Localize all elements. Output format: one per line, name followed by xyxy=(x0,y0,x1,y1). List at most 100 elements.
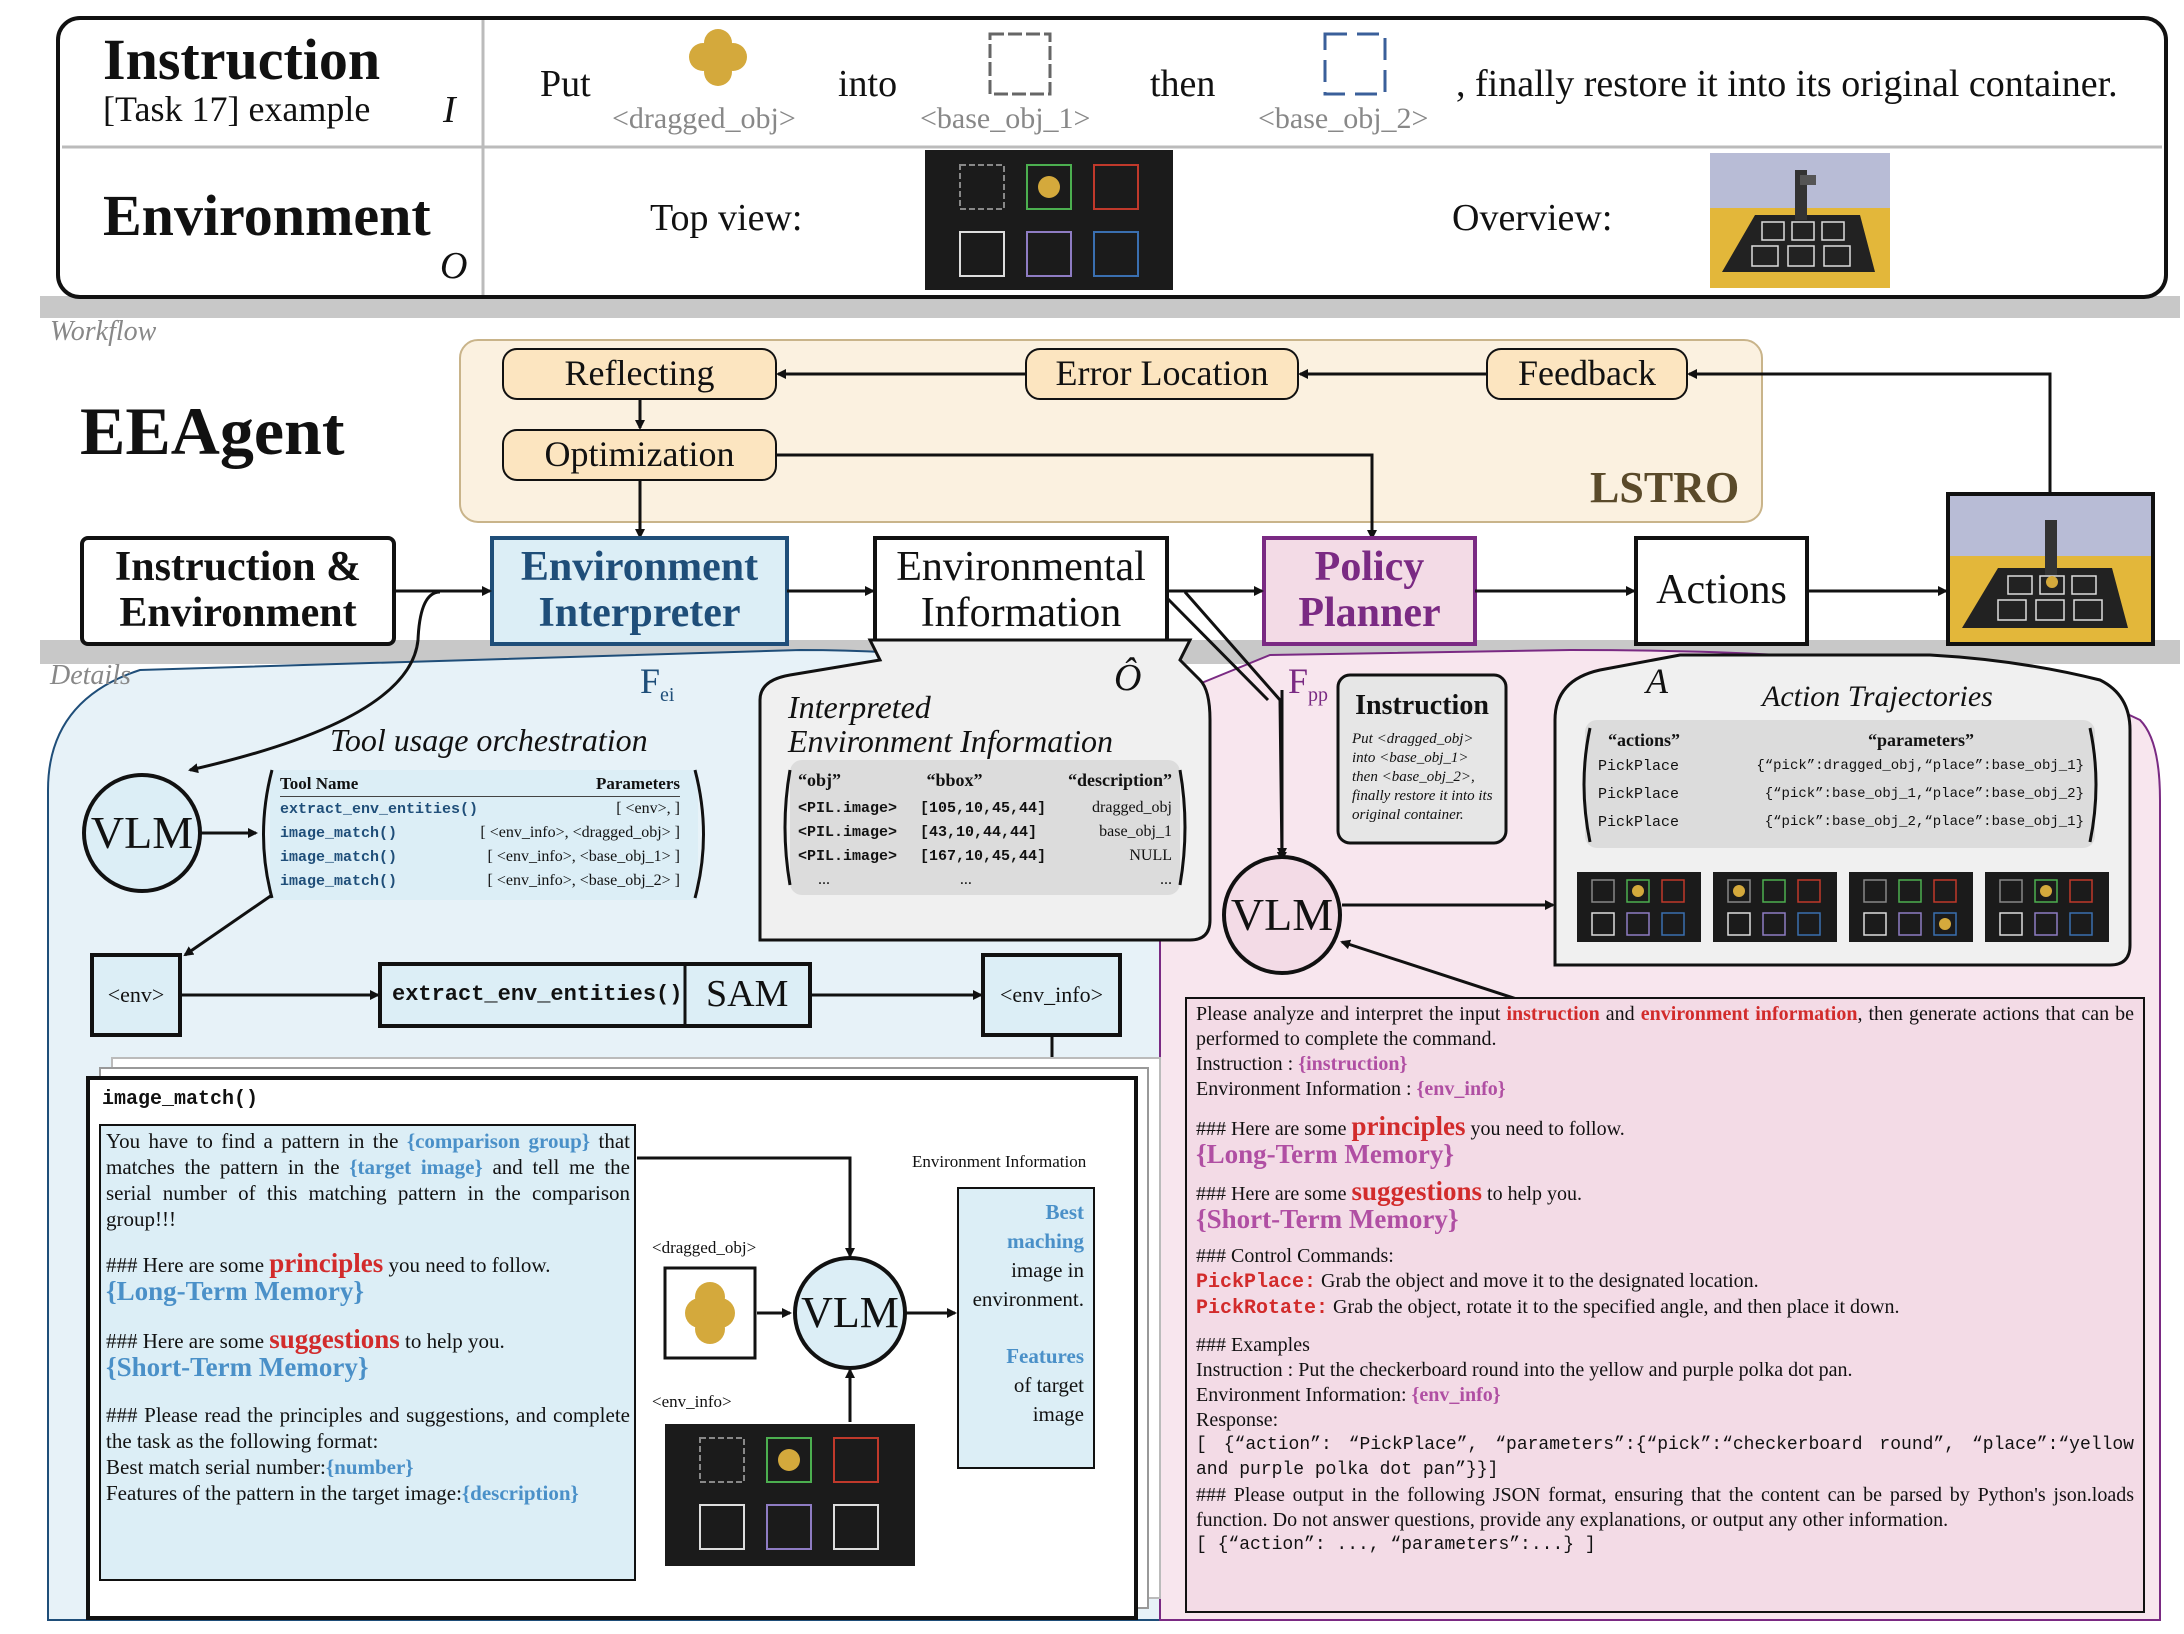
instruction-symbol: I xyxy=(443,89,456,131)
trajectory-header-row: “actions”“parameters” xyxy=(1608,729,1974,750)
image-match-title: image_match() xyxy=(102,1088,259,1111)
result-image xyxy=(1946,492,2155,646)
pp-env-info-line: Environment Information : {env_info} xyxy=(1196,1078,1506,1100)
table-row: <PIL.image>[105,10,45,44]dragged_obj xyxy=(798,799,1172,817)
pp-response-label: Response: xyxy=(1196,1409,1279,1431)
env-info-thumb-label: <env_info> xyxy=(652,1392,732,1411)
pp-pickrotate-line: PickRotate: Grab the object, rotate it t… xyxy=(1196,1296,1900,1320)
instruction-subtitle: [Task 17] example xyxy=(103,89,371,129)
environment-interpreter-box xyxy=(490,536,789,646)
base-obj-1-label: <base_obj_1> xyxy=(920,102,1091,135)
env-information-result-box xyxy=(957,1187,1095,1469)
vlm-circle-interpreter xyxy=(82,773,202,893)
o-hat-symbol: Ô xyxy=(1114,657,1142,699)
reflecting-label: Reflecting xyxy=(564,353,715,393)
table-row: image_match()[ <env_info>, <base_obj_1> … xyxy=(280,848,680,866)
policy-planner-box xyxy=(1262,536,1477,646)
env-information-label: Environment Information xyxy=(912,1152,1087,1171)
best-match-text: Best maching image in environment. xyxy=(972,1200,1084,1311)
table-row: image_match()[ <env_info>, <base_obj_2> … xyxy=(280,872,680,890)
optimization-label: Optimization xyxy=(544,434,735,474)
features-text: Features of target image xyxy=(1006,1344,1084,1426)
finally-text: , finally restore it into its original c… xyxy=(1456,63,2118,105)
im-paragraph-5: Best match serial number:{number} xyxy=(106,1455,414,1479)
pp-suggestions-line: ### Here are some suggestions to help yo… xyxy=(1196,1176,1583,1206)
im-long-term-memory: {Long-Term Memory} xyxy=(106,1276,364,1306)
pp-example-instruction: Instruction : Put the checkerboard round… xyxy=(1196,1359,1853,1381)
lstro-panel xyxy=(459,339,1763,523)
env-box-label: <env> xyxy=(107,982,165,1007)
im-paragraph-1: You have to find a pattern in the {compa… xyxy=(106,1129,630,1231)
actions-box xyxy=(1634,536,1809,646)
table-row: ......... xyxy=(818,871,1172,888)
table-row: PickPlace{“pick”:base_obj_1,“place”:base… xyxy=(1598,785,2084,803)
pp-pickplace-line: PickPlace: Grab the object and move it t… xyxy=(1196,1270,1759,1294)
tool-orchestration-title: Tool usage orchestration xyxy=(330,722,648,758)
pp-output-json: [ {“action”: ..., “parameters”:...} ] xyxy=(1196,1535,1596,1555)
environment-symbol: O xyxy=(440,245,468,287)
table-row: <PIL.image>[167,10,45,44]NULL xyxy=(798,847,1172,865)
env-info-box xyxy=(981,953,1122,1037)
traj-thumb-3 xyxy=(1849,872,1973,942)
vlm-label-image-match: VLM xyxy=(801,1288,899,1337)
env-info-table: “obj”“bbox”“description” <PIL.image>[105… xyxy=(798,768,1172,892)
env-info-table-bg xyxy=(790,760,1180,895)
pp-output-format: ### Please output in the following JSON … xyxy=(1196,1484,2134,1531)
planner-instruction-card xyxy=(1336,673,1508,845)
im-paragraph-4: ### Please read the principles and sugge… xyxy=(106,1403,630,1453)
top-view-image xyxy=(925,150,1173,290)
f-pp-symbol: Fpp xyxy=(1288,661,1329,707)
extract-label: extract_env_entities() xyxy=(392,982,683,1007)
pp-examples: ### Examples xyxy=(1196,1334,1310,1356)
planner-prompt: Please analyze and interpret the input i… xyxy=(1196,1002,2134,1558)
lstro-label: LSTRO xyxy=(1590,463,1740,512)
trajectory-table: “actions”“parameters” PickPlace{“pick”:d… xyxy=(1598,728,2084,836)
vlm-circle-planner xyxy=(1222,855,1342,975)
traj-thumb-2 xyxy=(1713,872,1837,942)
actions-label: Actions xyxy=(1656,567,1787,613)
workflow-band xyxy=(40,296,2180,318)
im-paragraph-2: ### Here are some principles you need to… xyxy=(106,1248,551,1278)
a-symbol: A xyxy=(1646,661,1668,701)
im-paragraph-6: Features of the pattern in the target im… xyxy=(106,1481,579,1505)
table-row: PickPlace{“pick”:base_obj_2,“place”:base… xyxy=(1598,813,2084,831)
into-word: into xyxy=(838,63,898,105)
base-obj-2-label: <base_obj_2> xyxy=(1258,102,1429,135)
im-paragraph-3: ### Here are some suggestions to help yo… xyxy=(106,1324,505,1354)
error-location-label: Error Location xyxy=(1055,353,1269,393)
pp-example-env-info: Environment Information: {env_info} xyxy=(1196,1384,1501,1406)
pp-principles-line: ### Here are some principles you need to… xyxy=(1196,1111,1625,1141)
env-info-thumb xyxy=(665,1424,915,1566)
sam-label: SAM xyxy=(706,973,789,1015)
table-row: PickPlace{“pick”:dragged_obj,“place”:bas… xyxy=(1598,757,2084,775)
environment-title: Environment xyxy=(103,183,431,248)
table-row: <PIL.image>[43,10,44,44]base_obj_1 xyxy=(798,823,1172,841)
then-word: then xyxy=(1150,63,1216,105)
planner-instruction-text: Put <dragged_obj> into <base_obj_1> then… xyxy=(1352,731,1493,823)
instr-env-label: Instruction &Environment xyxy=(114,544,362,636)
pp-long-term-memory: {Long-Term Memory} xyxy=(1196,1139,1454,1169)
f-ei-symbol: Fei xyxy=(640,661,675,707)
tool-table-bg xyxy=(270,770,698,900)
traj-thumb-1 xyxy=(1577,872,1701,942)
agent-name: EEAgent xyxy=(80,393,345,469)
top-view-label: Top view: xyxy=(650,197,803,239)
instruction-title: Instruction xyxy=(103,27,381,92)
env-info-header-row: “obj”“bbox”“description” xyxy=(798,769,1172,790)
pp-control-commands: ### Control Commands: xyxy=(1196,1245,1394,1267)
overview-image xyxy=(1710,153,1890,288)
image-match-prompt-box xyxy=(99,1124,636,1581)
action-trajectories-title: Action Trajectories xyxy=(1762,680,1993,713)
planner-instruction-title: Instruction xyxy=(1355,690,1489,721)
overview-label: Overview: xyxy=(1452,197,1613,239)
env-info-box-label: <env_info> xyxy=(999,982,1104,1007)
extract-sam-box xyxy=(378,962,812,1028)
feedback-label: Feedback xyxy=(1518,353,1656,393)
